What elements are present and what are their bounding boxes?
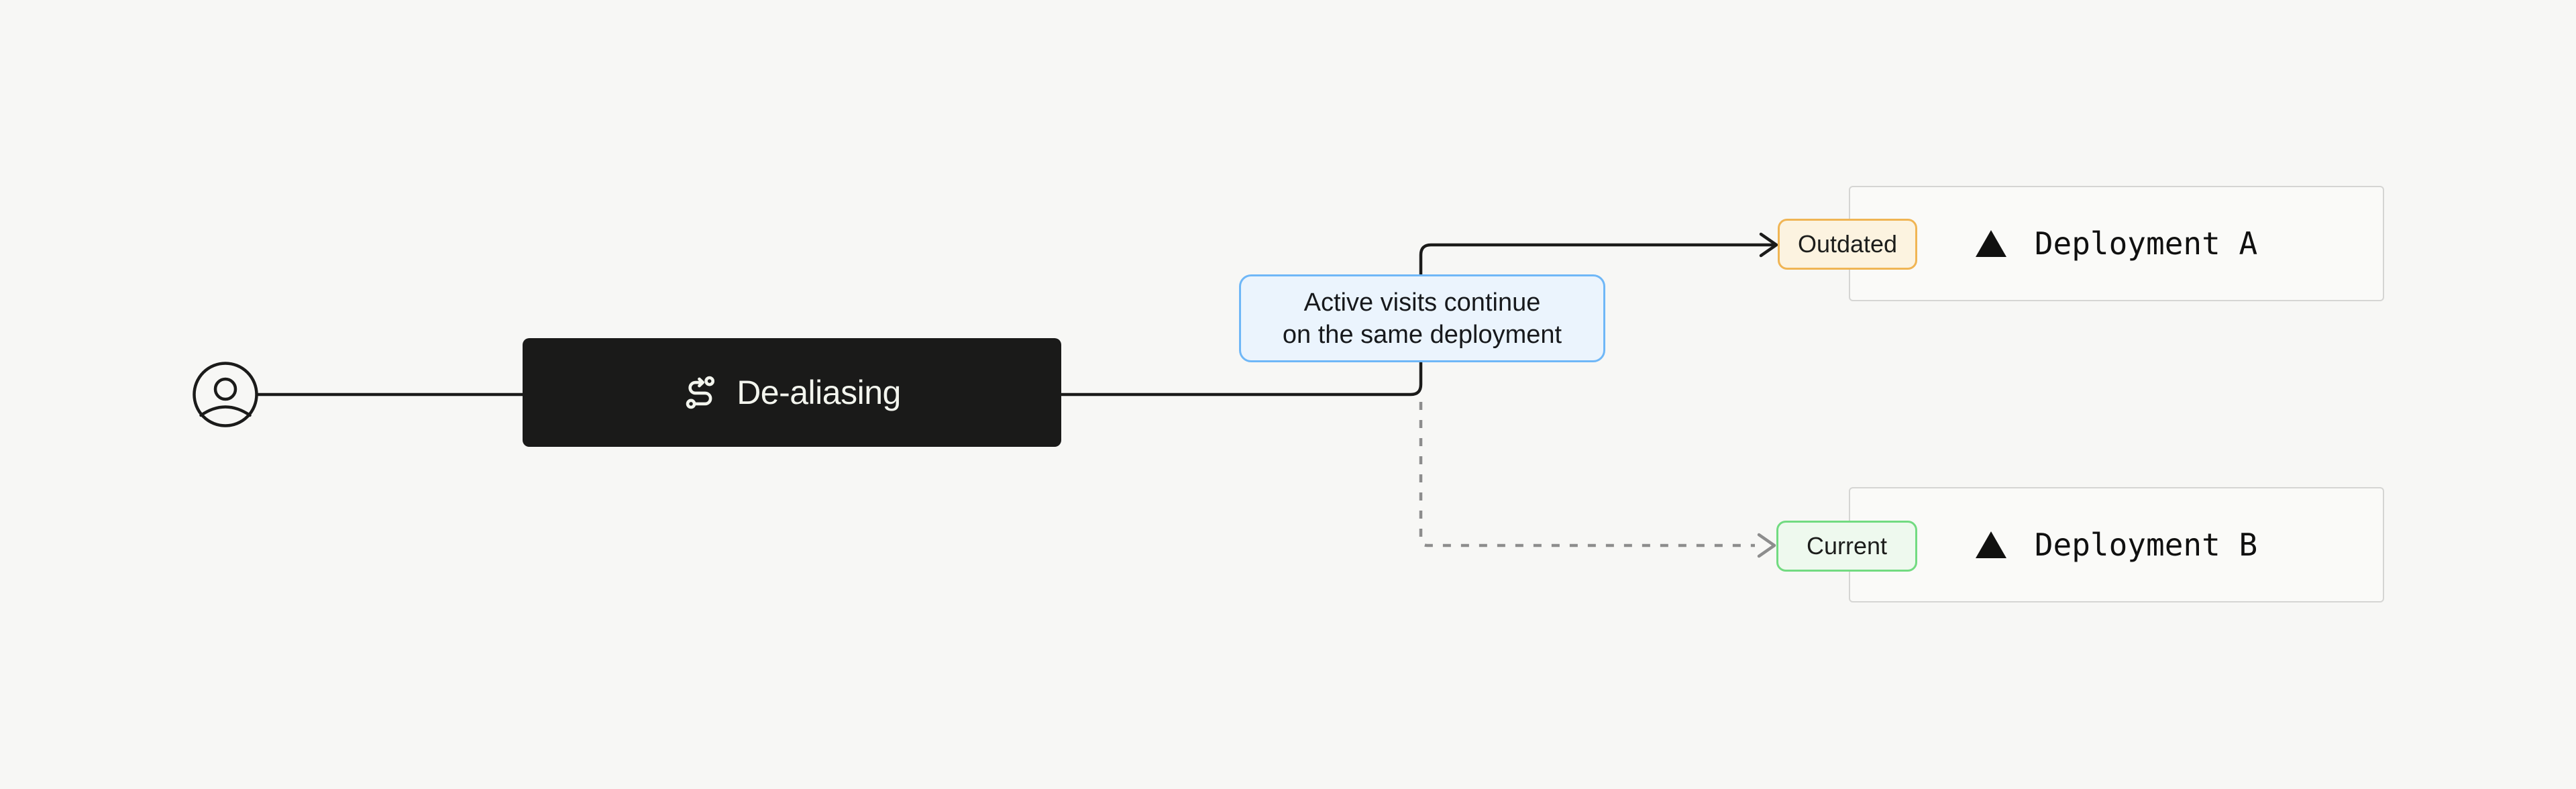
vercel-triangle-icon [1975, 230, 2006, 257]
route-icon [686, 376, 715, 409]
active-visits-tooltip: Active visits continue on the same deplo… [1239, 274, 1605, 362]
process-node-label: De-aliasing [737, 374, 901, 411]
deployment-b-label: Deployment B [2034, 527, 2258, 563]
deployment-b-card: Deployment B [1849, 487, 2384, 602]
status-badge-outdated: Outdated [1778, 219, 1917, 270]
tooltip-line-2: on the same deployment [1282, 320, 1562, 349]
de-aliasing-node: De-aliasing [523, 338, 1061, 447]
connector-process-to-deployment-b [1419, 402, 1755, 547]
user-circle-icon [193, 362, 258, 427]
deployment-a-card: Deployment A [1849, 186, 2384, 301]
deployment-a-label: Deployment A [2034, 225, 2258, 262]
arrowhead-solid-icon [1759, 232, 1778, 258]
vercel-triangle-icon [1975, 531, 2006, 558]
tooltip-line-1: Active visits continue [1303, 288, 1541, 317]
user-icon [192, 361, 259, 428]
status-badge-current: Current [1776, 521, 1917, 572]
arrowhead-dashed-icon [1757, 533, 1776, 558]
